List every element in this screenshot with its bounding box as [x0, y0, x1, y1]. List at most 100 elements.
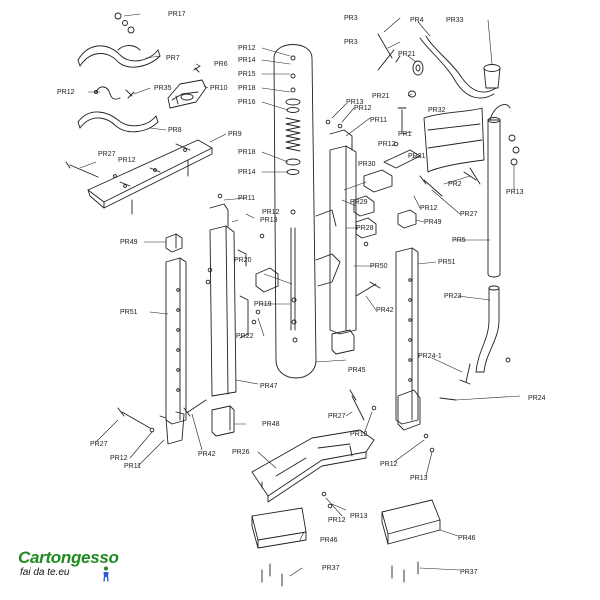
label-pr12-pad: PR12: [328, 517, 346, 524]
part-labels: PR17 PR7 PR6 PR12 PR35 PR10 PR8 PR9 PR27…: [57, 11, 546, 576]
pin-pr24: [439, 357, 511, 401]
label-pr21: PR21: [372, 93, 390, 100]
label-pr35: PR35: [154, 85, 172, 92]
label-pr45: PR45: [348, 367, 366, 374]
fasteners: [149, 119, 435, 509]
label-pr32: PR32: [428, 107, 446, 114]
label-pr5: PR5: [452, 237, 466, 244]
label-pr37-left: PR37: [322, 565, 340, 572]
label-pr12-mid: PR12: [354, 105, 372, 112]
label-pr30: PR30: [358, 161, 376, 168]
label-pr3: PR3: [344, 39, 358, 46]
brand-name: Cartongesso: [18, 548, 119, 567]
label-pr13-mid: PR13: [346, 99, 364, 106]
label-pr27-left: PR27: [90, 441, 108, 448]
label-pr10: PR10: [210, 85, 228, 92]
label-pr13-right-tube: PR13: [410, 475, 428, 482]
label-pr27-top: PR27: [98, 151, 116, 158]
label-pr16: PR16: [238, 99, 256, 106]
pin-pr3: [377, 33, 401, 71]
label-pr46-right: PR46: [458, 535, 476, 542]
label-pr11-mid: PR11: [370, 117, 387, 124]
label-pr4: PR4: [410, 17, 424, 24]
label-pr23: PR23: [444, 293, 462, 300]
strap-pr8: [77, 111, 159, 133]
label-pr13-right: PR13: [506, 189, 524, 196]
label-pr13-left: PR13: [260, 217, 278, 224]
washer-pr21: [408, 60, 424, 98]
label-pr46-left: PR46: [320, 537, 338, 544]
wire-clip-pr12: [94, 86, 135, 100]
block-pr28: [355, 217, 377, 239]
leg-cuff-pr1: [423, 107, 485, 173]
label-pr27-bottom: PR27: [328, 413, 346, 420]
handle-pr42: [355, 281, 381, 297]
column-pr47: [209, 203, 249, 397]
label-pr12-plate: PR12: [118, 157, 136, 164]
bar-pr2: [463, 167, 481, 185]
label-pr22: PR22: [236, 333, 254, 340]
nuts-pr13: [508, 134, 520, 166]
snap-button-pr17: [114, 12, 135, 34]
heel-cup-pr10: [167, 79, 207, 109]
label-pr14-top: PR14: [238, 57, 256, 64]
label-pr18-bottom: PR18: [238, 149, 256, 156]
label-pr6: PR6: [214, 61, 228, 68]
bolt-pr27-bottom: [349, 389, 365, 421]
label-pr12-sole: PR12: [350, 431, 368, 438]
label-pr49-left: PR49: [120, 239, 138, 246]
bolt-pr42-left: [183, 399, 207, 417]
label-pr21-top: PR21: [398, 51, 416, 58]
label-pr31: PR31: [408, 153, 426, 160]
label-pr14-bottom: PR14: [238, 169, 256, 176]
column-pr50: [315, 129, 357, 355]
bracket-pr30: [363, 169, 393, 193]
label-pr19: PR19: [254, 301, 272, 308]
label-pr12-right-tube: PR12: [380, 461, 398, 468]
label-pr12-bracket: PR12: [378, 141, 396, 148]
label-pr15: PR15: [238, 71, 256, 78]
label-pr24: PR24: [528, 395, 546, 402]
foot-plate-pr9: [87, 139, 213, 215]
rod-pr19: [290, 227, 296, 331]
label-pr33: PR33: [446, 17, 464, 24]
screws-pr37: [261, 561, 419, 587]
label-pr28: PR28: [356, 225, 374, 232]
label-pr9: PR9: [228, 131, 242, 138]
label-pr12-left: PR12: [262, 209, 280, 216]
label-pr11-left-tube: PR11: [124, 463, 141, 470]
clip-pr6: [193, 65, 201, 73]
label-pr3-top: PR3: [344, 15, 358, 22]
foot-pad-pr46-left: [251, 507, 307, 549]
cap-pr49-right: [397, 209, 417, 229]
block-pr20: [255, 267, 279, 293]
bolt-pr27-right: [419, 175, 443, 197]
label-pr12-clip: PR12: [57, 89, 75, 96]
strap-pr7: [77, 45, 161, 68]
label-pr8: PR8: [168, 127, 182, 134]
label-pr50: PR50: [370, 263, 388, 270]
label-pr37-right: PR37: [460, 569, 478, 576]
label-pr2: PR2: [448, 181, 462, 188]
worker-figure-icon: [103, 566, 109, 582]
tube-pr23: [475, 285, 500, 373]
label-pr47: PR47: [260, 383, 278, 390]
label-pr17: PR17: [168, 11, 186, 18]
bolt-pr27: [65, 161, 99, 178]
strap-pr4: [419, 35, 497, 99]
block-pr48: [211, 405, 235, 437]
brand-tagline: fai da te.eu: [20, 567, 70, 578]
bolt-pr32: [397, 107, 407, 133]
foot-pad-pr46-right: [381, 499, 441, 545]
block-pr29: [353, 195, 375, 217]
pole-pr45: [273, 44, 317, 379]
label-pr13-pad: PR13: [350, 513, 368, 520]
label-pr18-top: PR18: [238, 85, 256, 92]
brand-logo: Cartongesso fai da te.eu: [18, 548, 148, 590]
label-pr12-left-tube: PR12: [110, 455, 128, 462]
bolt-pr27-left: [117, 407, 151, 429]
label-pr42-left: PR42: [198, 451, 216, 458]
label-pr24-1: PR24-1: [418, 353, 442, 360]
sole-pr26: [251, 429, 375, 503]
